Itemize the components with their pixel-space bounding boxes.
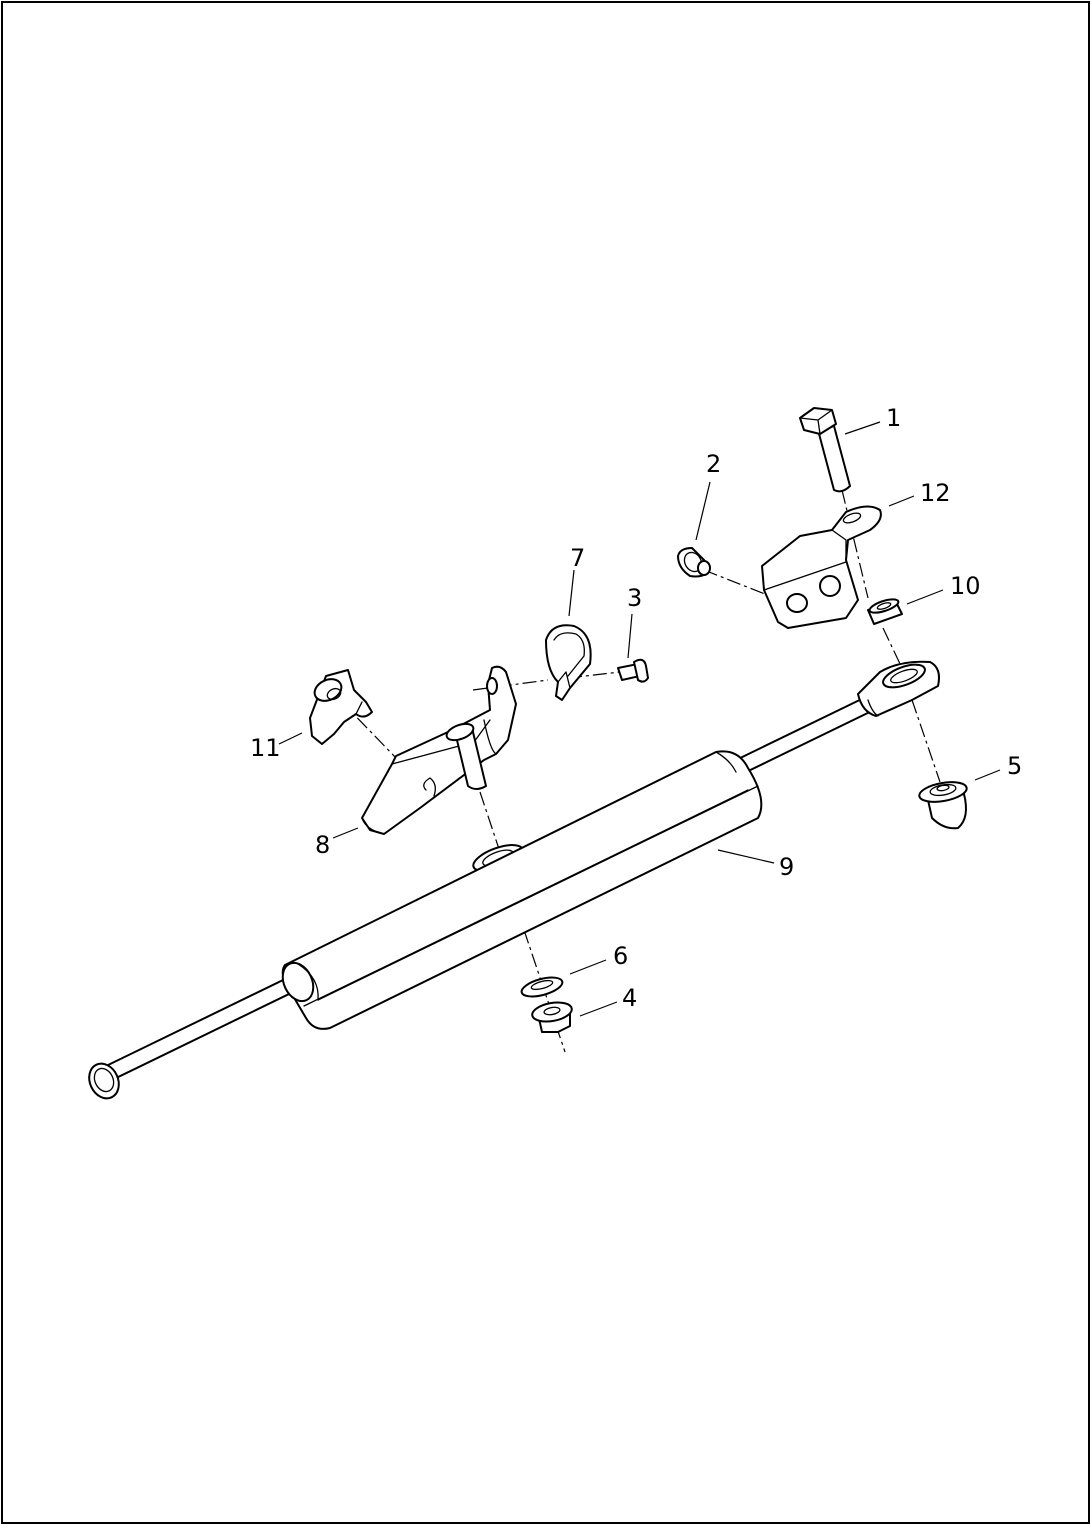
callout-3: 3 [627, 584, 642, 612]
callout-9: 9 [779, 853, 794, 881]
callout-labels: 1 2 3 4 5 6 7 8 9 10 11 12 [250, 404, 1022, 1012]
callout-12: 12 [920, 479, 951, 507]
callout-4: 4 [622, 984, 637, 1012]
part-4-flange-nut [531, 1001, 573, 1033]
callout-2: 2 [706, 450, 721, 478]
part-8-lower-bracket [361, 665, 517, 835]
callout-6: 6 [613, 942, 628, 970]
part-9-steering-damper [88, 660, 940, 1100]
callout-leader-lines [278, 421, 1001, 1017]
callout-1: 1 [886, 404, 901, 432]
part-1-hex-bolt [799, 407, 851, 493]
part-2-bushing [677, 547, 711, 578]
part-11-nut-plate [309, 669, 373, 745]
callout-11: 11 [250, 734, 281, 762]
part-10-spacer [867, 598, 903, 625]
callout-7: 7 [570, 544, 585, 572]
part-3-screw [617, 658, 649, 683]
callout-8: 8 [315, 831, 330, 859]
part-7-clamp [545, 624, 592, 701]
part-6-washer [520, 976, 564, 998]
callout-5: 5 [1007, 752, 1022, 780]
callout-10: 10 [950, 572, 981, 600]
part-12-upper-bracket [761, 505, 882, 629]
part-5-acorn-nut [918, 781, 968, 830]
